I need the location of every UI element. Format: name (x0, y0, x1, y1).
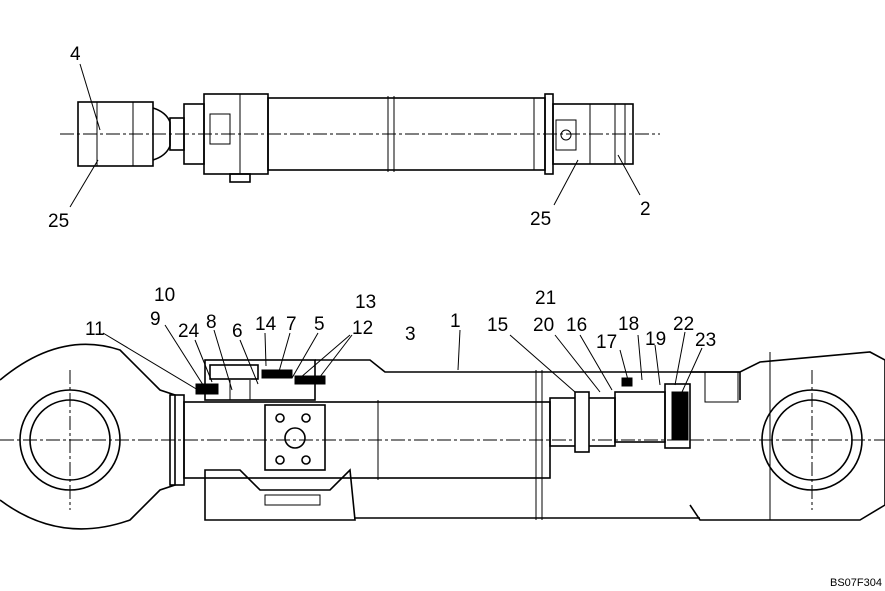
label-3: 3 (405, 324, 416, 345)
drawing-code: BS07F304 (830, 577, 882, 589)
label-12: 12 (352, 318, 373, 339)
label-4: 4 (70, 44, 81, 65)
label-24: 24 (178, 321, 200, 342)
label-13: 13 (355, 292, 376, 313)
label-9: 9 (150, 309, 161, 330)
label-18: 18 (618, 314, 639, 335)
label-20: 20 (533, 315, 554, 336)
label-21: 21 (535, 288, 556, 309)
cylinder-section-view (0, 324, 885, 530)
label-15: 15 (487, 315, 508, 336)
label-25-right: 25 (530, 209, 551, 230)
label-8: 8 (206, 312, 217, 333)
label-14: 14 (255, 314, 277, 335)
label-16: 16 (566, 315, 587, 336)
label-23: 23 (695, 330, 716, 351)
label-5: 5 (314, 314, 325, 335)
section-view-labels: 10 21 13 1 3 9 11 24 8 6 14 7 5 12 15 20… (85, 285, 716, 353)
label-6: 6 (232, 321, 243, 342)
label-22: 22 (673, 314, 694, 335)
label-1: 1 (450, 311, 461, 332)
cylinder-exterior-view (60, 63, 660, 208)
label-7: 7 (286, 314, 297, 335)
label-2: 2 (640, 199, 651, 220)
label-11: 11 (85, 319, 105, 340)
label-10: 10 (154, 285, 175, 306)
top-view-labels: 4 25 25 2 (48, 44, 651, 232)
label-25-left: 25 (48, 211, 69, 232)
label-17: 17 (596, 332, 617, 353)
label-19: 19 (645, 329, 666, 350)
